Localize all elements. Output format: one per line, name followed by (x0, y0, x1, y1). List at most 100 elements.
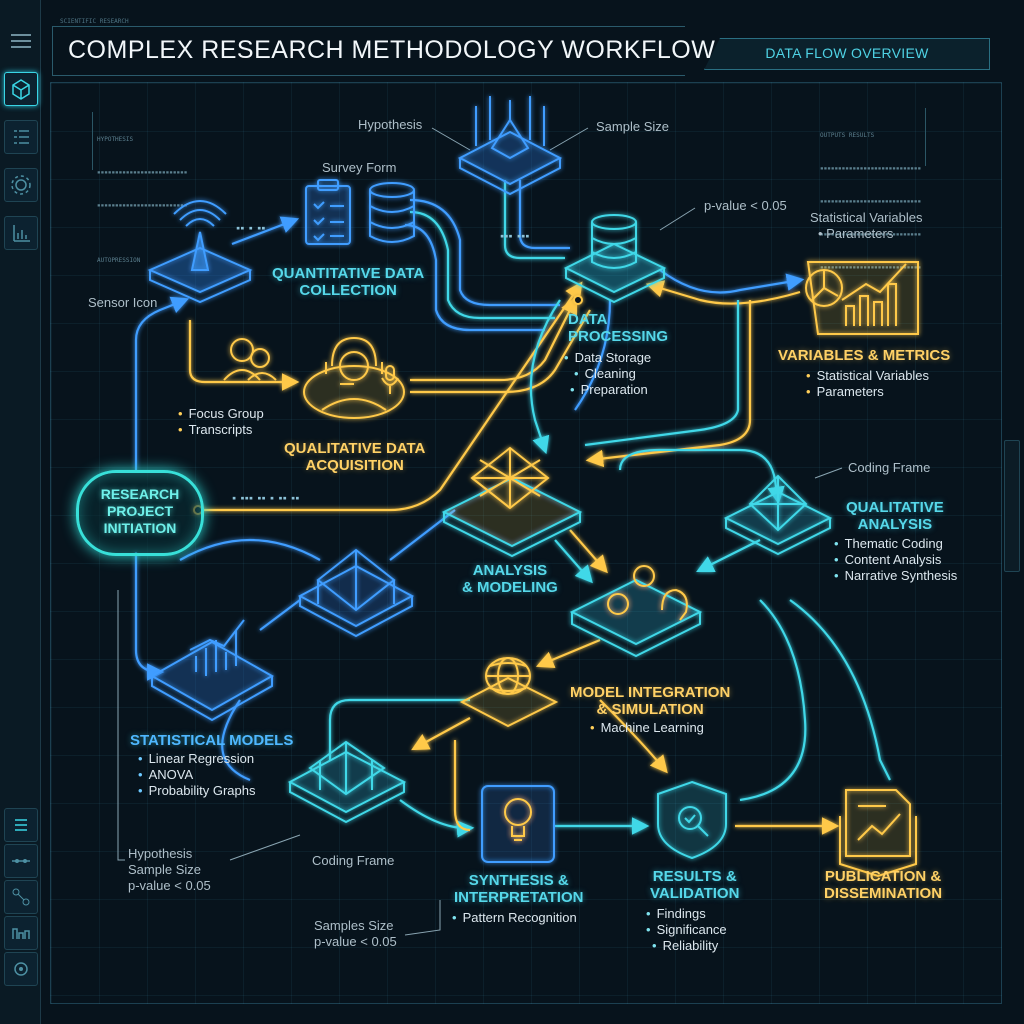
list-item: Linear Regression (138, 751, 256, 767)
statistical-list: Linear Regression ANOVA Probability Grap… (138, 751, 256, 799)
processing-title: DATA PROCESSING (568, 311, 669, 345)
connector-coding-loop (328, 698, 470, 760)
statistical-title: STATISTICAL MODELS (130, 732, 294, 749)
connector-hypothesis-processing (503, 180, 565, 260)
stat-vars-title: Statistical Variables (810, 210, 923, 225)
connector-init-bigcube (179, 539, 321, 561)
qualitative-cube-icon (723, 474, 833, 556)
list-item: Probability Graphs (138, 783, 256, 799)
data-stream-text: ▪▪ ▪ ▪▪ (236, 224, 266, 232)
sidebar-item-chart[interactable] (4, 916, 38, 950)
annot-line-hypothesis (431, 127, 471, 151)
connector-init-statistical (134, 552, 165, 681)
variables-chart-icon (805, 261, 919, 335)
sidebar-item-settings[interactable] (4, 168, 38, 202)
hypothesis-label: Hypothesis (358, 117, 423, 132)
sidebar-item-overview[interactable] (4, 72, 38, 106)
list-item: Content Analysis (834, 552, 957, 568)
headset-icon (303, 336, 405, 419)
annot-line-coding-right (814, 467, 843, 479)
variables-title: VARIABLES & METRICS (778, 347, 951, 364)
sidebar-item-config[interactable] (4, 952, 38, 986)
qual-analysis-title: QUALITATIVE ANALYSIS (846, 499, 944, 533)
sidebar-item-nodes[interactable] (4, 880, 38, 914)
sidebar-item-list-2[interactable] (4, 808, 38, 842)
variables-list: Statistical Variables Parameters (806, 368, 929, 400)
annot-line-samples (404, 900, 441, 936)
publication-document-icon (839, 789, 917, 878)
connector-variables-processing (645, 280, 801, 305)
sidebar-item-charts[interactable] (4, 216, 38, 250)
list-icon (14, 130, 29, 144)
connector-variables-analysis (585, 300, 752, 468)
list-item: Pattern Recognition (452, 910, 577, 926)
list-item: Reliability (646, 938, 727, 954)
annot-line-pvalue (659, 207, 696, 231)
sensor-icon-label: Sensor Icon (88, 295, 158, 310)
processing-list: Data Storage Cleaning Preparation (564, 350, 652, 398)
connector-sensor-qual (188, 320, 300, 391)
connector-integration-results (599, 699, 668, 774)
list-icon (15, 819, 27, 831)
coding-frame-label-right: Coding Frame (848, 460, 931, 475)
overview-label: DATA FLOW OVERVIEW (765, 45, 929, 61)
list-item: Parameters (806, 384, 929, 400)
sidebar-item-flow[interactable] (4, 844, 38, 878)
qual-analysis-list: Thematic Coding Content Analysis Narrati… (834, 536, 958, 584)
connector-quant-processing-1 (409, 198, 560, 307)
code-line: AUTOPRESSION (97, 257, 141, 264)
hypothesis-cube-icon (457, 96, 563, 196)
bar-chart-icon (13, 225, 30, 242)
coding-frame-label-bottom: Coding Frame (312, 853, 395, 868)
research-initiation-node[interactable]: RESEARCH PROJECT INITIATION (76, 470, 204, 556)
annot-line-coding-bottom (229, 834, 301, 861)
connector-quant-processing-2 (409, 210, 555, 320)
code-line: OUTPUTS RESULTS (820, 132, 875, 139)
cube-icon (12, 79, 30, 100)
integration-list: Machine Learning (590, 720, 704, 736)
publication-title: PUBLICATION & DISSEMINATION (824, 868, 943, 902)
lightbulb-icon (481, 785, 555, 863)
right-scroll-rail[interactable] (1004, 440, 1020, 572)
connector-right-loop-2 (789, 599, 891, 781)
connector-processing-analysis (529, 299, 561, 455)
settings-icon (14, 962, 28, 976)
sidebar-item-list[interactable] (4, 120, 38, 154)
title-tag: SCIENTIFIC RESEARCH (60, 18, 129, 25)
qual-acq-list: Focus Group Transcripts (178, 406, 264, 438)
connector-quant-processing-3 (404, 223, 545, 332)
list-item: Narrative Synthesis (834, 568, 958, 584)
connector-qual-analysis-loop (618, 448, 785, 505)
sensor-icon (147, 200, 253, 304)
connector-variables-analysis-2 (584, 300, 740, 447)
data-flow-overview-button[interactable]: DATA FLOW OVERVIEW (704, 38, 990, 70)
bottom-center-note: Samples Size p-value < 0.05 (314, 918, 397, 949)
results-title: RESULTS & VALIDATION (650, 868, 740, 902)
left-sidebar (0, 0, 41, 1024)
connector-analysis-integration (569, 529, 608, 574)
code-line: HYPOTHESIS (97, 136, 134, 143)
flow-icon (12, 859, 30, 863)
menu-icon[interactable] (10, 32, 32, 50)
survey-form-label: Survey Form (322, 160, 397, 175)
list-item: Significance (646, 922, 727, 938)
list-item: ANOVA (138, 767, 256, 783)
code-line: ▪▪▪▪▪▪▪▪▪▪▪▪▪▪▪▪▪▪▪▪▪▪▪▪▪ (97, 169, 188, 176)
list-item: Machine Learning (590, 720, 704, 736)
connector-init-sensor (134, 296, 190, 470)
processing-database-icon (563, 214, 667, 304)
list-item: Preparation (564, 382, 651, 398)
data-stream-text: ▪▪▪ ▪▪▪ (500, 232, 530, 240)
synthesis-title: SYNTHESIS & INTERPRETATION (454, 872, 584, 906)
survey-form-icon (305, 179, 351, 245)
list-item: Thematic Coding (834, 536, 957, 552)
connector-qual-processing (410, 296, 577, 382)
analysis-title: ANALYSIS & MODELING (462, 562, 558, 596)
connector-sphere-loop (453, 740, 471, 832)
connector-cube-statistical (259, 599, 301, 631)
p-value-label: p-value < 0.05 (704, 198, 787, 213)
code-line: ▪▪▪▪▪▪▪▪▪▪▪▪▪▪▪▪▪▪▪▪▪▪▪▪▪▪▪▪ (820, 165, 922, 172)
